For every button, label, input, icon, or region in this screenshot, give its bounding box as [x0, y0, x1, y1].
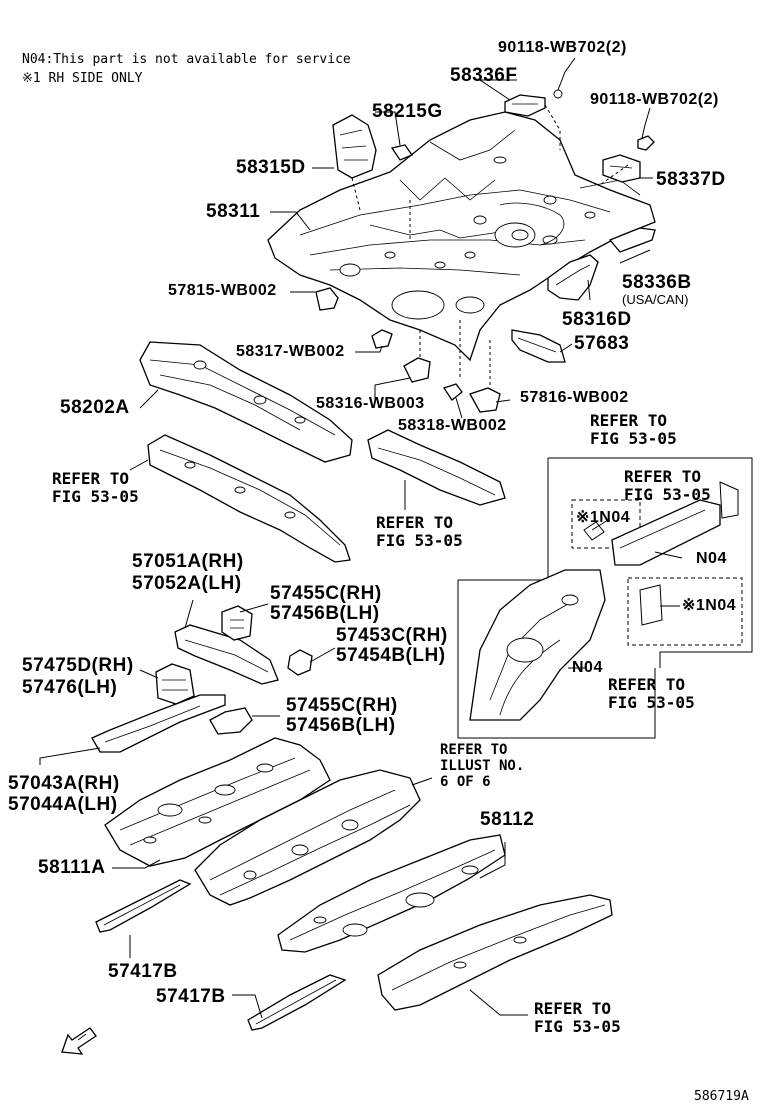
panel-58316D — [547, 254, 599, 301]
bracket-57816 — [469, 387, 501, 413]
label-57417B-a: 57417B — [108, 961, 178, 982]
label-58317: 58317-WB002 — [236, 343, 345, 360]
label-57043A: 57043A(RH) — [8, 773, 120, 794]
label-58337D: 58337D — [656, 169, 726, 190]
rh-detail-box — [457, 457, 753, 739]
front-floor-pan-58112 — [277, 834, 506, 953]
rear-crossmember-center — [367, 429, 506, 506]
rear-side-member-left — [147, 434, 351, 563]
label-58111A: 58111A — [38, 857, 106, 878]
label-57455C-b: 57455C(RH) — [286, 695, 398, 716]
label-n04-b: N04 — [696, 550, 727, 567]
label-58311: 58311 — [206, 201, 261, 222]
bracket-57815 — [315, 287, 339, 311]
bracket-57475D — [155, 663, 195, 705]
bracket-58336F — [504, 89, 563, 117]
label-57475D: 57475D(RH) — [22, 655, 134, 676]
label-57683: 57683 — [574, 333, 630, 354]
label-57052A: 57052A(LH) — [132, 573, 242, 594]
label-58336F: 58336F — [450, 65, 518, 86]
label-58315D: 58315D — [236, 157, 306, 178]
figure-id: 586719A — [694, 1089, 749, 1104]
note-not-available: N04:This part is not available for servi… — [22, 52, 351, 67]
bracket-58215G — [390, 144, 413, 161]
bracket-58336B — [608, 227, 656, 253]
reinforcement-58315D — [332, 114, 377, 211]
front-floor-pan-58111A — [104, 737, 331, 867]
floor-tunnel — [194, 769, 421, 906]
label-57815: 57815-WB002 — [168, 282, 277, 299]
label-58316D: 58316D — [562, 309, 632, 330]
rocker-57043A — [91, 694, 226, 753]
note-rh-only: ※1 RH SIDE ONLY — [22, 71, 143, 86]
label-57476: 57476(LH) — [22, 677, 118, 698]
crossmember-58202A — [139, 341, 353, 463]
label-58215G: 58215G — [372, 101, 443, 122]
rear-floor-pan-58311 — [267, 111, 656, 362]
bracket-57455C-b — [209, 707, 253, 735]
bracket-58337D — [602, 154, 641, 183]
label-57044A: 57044A(LH) — [8, 794, 118, 815]
label-n04-d: N04 — [572, 659, 603, 676]
label-n04-rh-c: ※1N04 — [682, 597, 737, 614]
bracket-58316WB — [403, 357, 431, 383]
label-57454B: 57454B(LH) — [336, 645, 446, 666]
label-58318: 58318-WB002 — [398, 417, 507, 434]
rocker-outer-right — [377, 894, 613, 1011]
label-90118-b: 90118-WB702(2) — [590, 91, 719, 108]
side-member-57417B-b — [247, 974, 347, 1031]
reinforcement-57051A — [174, 624, 279, 685]
label-57455C-a: 57455C(RH) — [270, 583, 382, 604]
bolt-90118-b — [637, 135, 655, 151]
label-57453C: 57453C(RH) — [336, 625, 448, 646]
bracket-57683 — [511, 329, 566, 363]
label-57051A: 57051A(RH) — [132, 551, 244, 572]
label-58336B-note: (USA/CAN) — [622, 292, 689, 307]
label-58112: 58112 — [480, 809, 535, 830]
bracket-58318 — [442, 383, 463, 401]
label-n04-rh-a: ※1N04 — [576, 509, 631, 526]
front-direction-arrow-icon — [61, 1027, 97, 1055]
label-57417B-b: 57417B — [156, 986, 226, 1007]
label-58336B: 58336B — [622, 272, 692, 293]
label-58316WB: 58316-WB003 — [316, 395, 425, 412]
bracket-57453C — [287, 649, 313, 676]
label-57816: 57816-WB002 — [520, 389, 629, 406]
side-member-57417B-a — [95, 879, 192, 933]
label-57456B-a: 57456B(LH) — [270, 603, 380, 624]
label-57456B-b: 57456B(LH) — [286, 715, 396, 736]
label-90118-a: 90118-WB702(2) — [498, 39, 627, 56]
label-58202A: 58202A — [60, 397, 130, 418]
bracket-58317 — [371, 329, 393, 349]
bracket-57455C-a — [221, 605, 253, 641]
